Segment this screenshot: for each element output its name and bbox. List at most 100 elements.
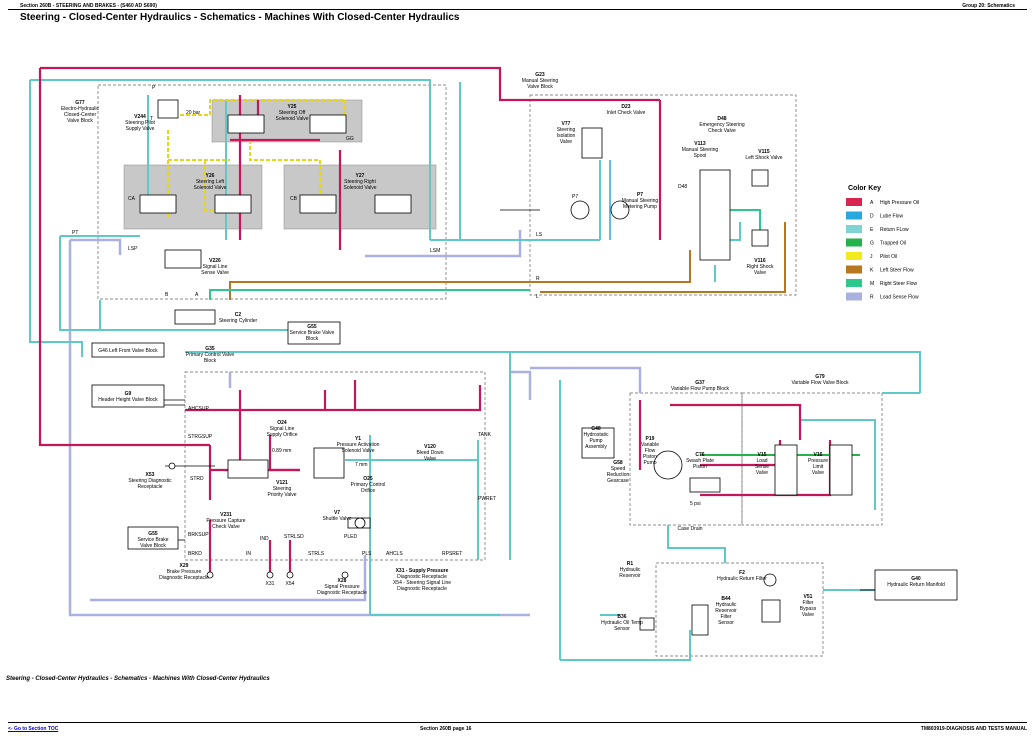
g48-block (581, 427, 615, 459)
label-b: B (165, 292, 169, 298)
label-pled: PLED (344, 534, 357, 540)
label-strls: STRLS (308, 551, 325, 557)
y27-valve-b (374, 194, 412, 214)
label-ca: CA (128, 196, 136, 202)
color-swatch (846, 238, 862, 247)
color-code: E (870, 227, 874, 233)
color-label: Left Steer Flow (880, 268, 914, 274)
x31-receptacle (266, 571, 274, 579)
label-x54: X54 (286, 581, 295, 587)
color-label: Pilot Oil (880, 254, 897, 260)
label-a: A (195, 292, 199, 298)
color-label: Right Steer Flow (880, 281, 917, 287)
label-brksup: BRKSUP (188, 532, 209, 538)
label-l: L (536, 294, 539, 300)
label-strlsd: STRLSD (284, 534, 304, 540)
c76-piston (689, 477, 721, 493)
label-cb: CB (290, 196, 298, 202)
label-p: P (152, 85, 156, 91)
p19-pump (653, 450, 683, 480)
footer-rule (8, 722, 1027, 723)
color-label: Lube Flow (880, 214, 903, 220)
p7-pump (570, 200, 590, 220)
v121-valve (227, 459, 269, 479)
toc-link[interactable]: <- Go to Section TOC (8, 726, 59, 732)
header-rule (8, 9, 1027, 10)
g79-boundary (741, 392, 883, 526)
label-p7: P7 (572, 194, 578, 200)
label-in: IN (246, 551, 251, 557)
color-code: M (870, 281, 874, 287)
color-label: High Pressure Oil (880, 200, 919, 206)
color-swatch (846, 225, 862, 233)
color-code: G (870, 241, 874, 247)
x54-receptacle (286, 571, 294, 579)
color-code: R (870, 295, 874, 301)
x29-receptacle (206, 571, 214, 579)
label-mm7: 7 mm (355, 462, 368, 468)
p7-metering-pump (610, 200, 630, 220)
x53-receptacle (168, 462, 176, 470)
v77-valve (581, 127, 603, 159)
y27-valve (299, 194, 337, 214)
v244-valve (157, 99, 179, 119)
g40-manifold (874, 569, 958, 601)
v7-shuttle (354, 517, 366, 529)
label-ind: IND (260, 536, 269, 542)
color-swatch (846, 198, 862, 206)
g77-boundary (97, 84, 447, 300)
label-tank: TANK (478, 432, 492, 438)
v113-spool (699, 169, 731, 261)
label-pls: PLS (362, 551, 372, 557)
g55-block (287, 321, 341, 345)
v226-valve (164, 249, 202, 269)
label-rpsret: RPSRET (442, 551, 462, 557)
y25-valve-b (309, 114, 347, 134)
color-code: A (870, 200, 874, 206)
f2-filter (763, 573, 777, 587)
g46-block (91, 342, 165, 358)
label-x31: X31 (266, 581, 275, 587)
figure-caption: Steering - Closed-Center Hydraulics - Sc… (6, 676, 270, 682)
v51-valve (761, 599, 781, 623)
x28-receptacle (341, 571, 349, 579)
label-ahcls: AHCLS (386, 551, 403, 557)
color-label: Load Sense Flow (880, 295, 919, 301)
color-swatch (846, 279, 862, 287)
label-gg: GG (346, 136, 354, 142)
color-swatch (846, 252, 862, 260)
